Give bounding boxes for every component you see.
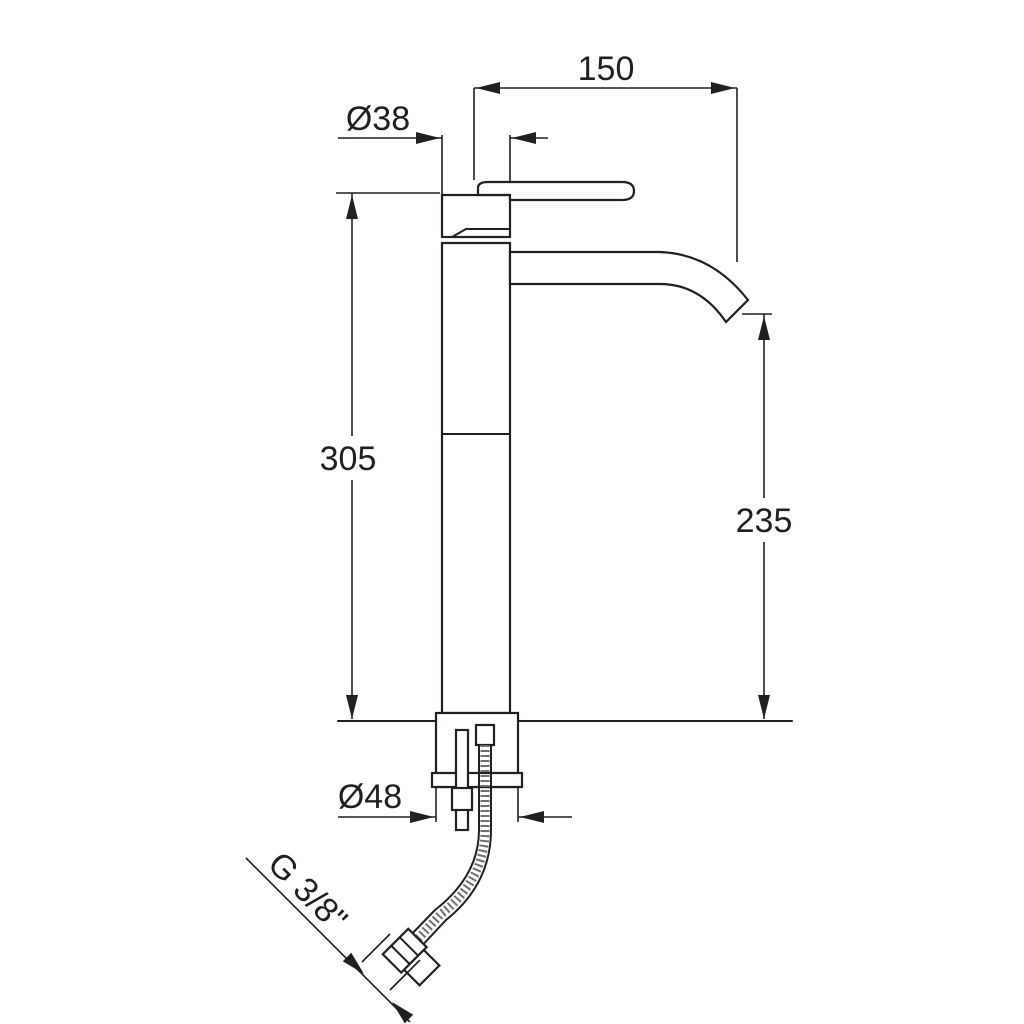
mounting-base	[337, 711, 793, 832]
dimension-spout-height: 235	[724, 313, 804, 719]
arrow-lower	[392, 1002, 414, 1024]
arrow-right	[512, 132, 536, 144]
hose-edge-left	[405, 745, 480, 941]
hose-edge-right	[417, 745, 492, 951]
arrow-top	[758, 316, 770, 340]
dimension-connection-thread: G 3/8"	[245, 845, 421, 1024]
base-diameter-label: Ø48	[338, 778, 402, 816]
spout-height-label: 235	[736, 502, 793, 540]
hose-inlet	[474, 723, 496, 747]
faucet-cap	[440, 193, 512, 239]
cap-transition	[451, 228, 511, 238]
base-washer	[430, 771, 524, 789]
arrow-top	[346, 195, 358, 219]
extension-line	[361, 933, 391, 963]
spout-reach-label: 150	[578, 50, 635, 88]
label-mask	[724, 498, 804, 542]
lever-diameter-label: Ø38	[346, 100, 410, 138]
arrow-left	[416, 132, 440, 144]
threaded-rod	[454, 728, 470, 832]
connection-thread-label: G 3/8"	[260, 845, 354, 939]
spout	[508, 250, 750, 324]
dimension-base-diameter: Ø48	[338, 778, 572, 823]
dimension-total-height: 305	[310, 192, 440, 719]
faucet-column	[440, 241, 512, 715]
arrow-bottom	[346, 695, 358, 719]
dimension-line	[245, 857, 411, 1023]
dimension-lever-diameter: Ø38	[338, 100, 548, 195]
arrow-left	[410, 811, 434, 823]
faucet-body	[440, 180, 750, 715]
arrow-right	[520, 811, 544, 823]
arrow-right	[711, 82, 735, 94]
label-mask	[310, 436, 386, 480]
extension-line	[389, 959, 421, 991]
arrow-left	[476, 82, 500, 94]
arrow-bottom	[758, 695, 770, 719]
flexible-hose	[381, 745, 492, 987]
total-height-label: 305	[320, 440, 377, 478]
arrow-upper	[342, 952, 364, 974]
lever-handle	[476, 180, 636, 202]
rod-nut	[450, 786, 474, 812]
hex-nut-fitting	[381, 927, 441, 987]
dimension-spout-reach: 150	[473, 50, 738, 262]
